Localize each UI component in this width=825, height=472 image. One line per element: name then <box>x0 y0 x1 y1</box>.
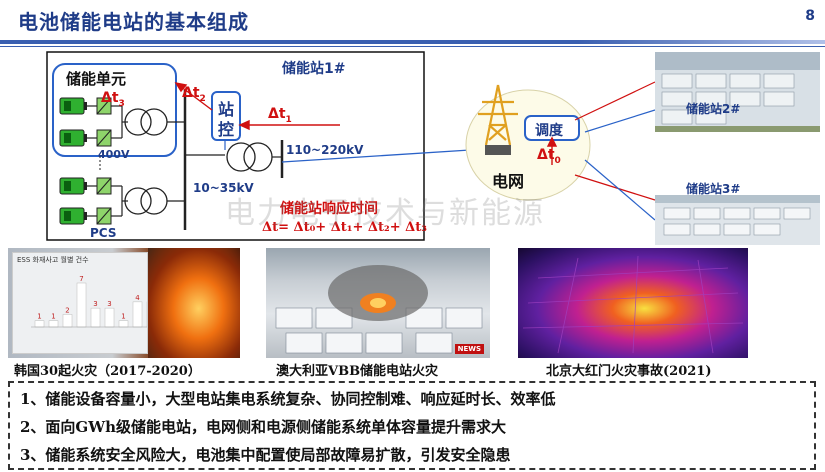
link-station3-blue <box>584 159 656 221</box>
v10-35-label: 10~35kV <box>193 181 254 195</box>
summary-box: 1、储能设备容量小，大型电站集电系统复杂、协同控制难、响应延时长、效率低 2、面… <box>8 381 816 470</box>
converter-icon <box>96 177 112 195</box>
korea-caption: 韩国30起火灾（2017-2020） <box>14 364 201 379</box>
flame-overlay <box>148 248 240 358</box>
arrow-dt2 <box>174 81 213 111</box>
summary-line-3: 3、储能系统安全风险大，电池集中配置使局部故障易扩散，引发安全隐患 <box>20 446 511 464</box>
korea-fire-photo: ESS 화재사고 월별 건수 112733144 <box>8 248 240 358</box>
station3-image <box>655 195 820 245</box>
dt3-label: Δt3 <box>101 90 125 109</box>
dispatch-label: 调度 <box>535 123 563 139</box>
grid-link-station1 <box>281 149 471 163</box>
transformer-icon <box>124 187 168 215</box>
battery-icon <box>59 207 87 225</box>
link-station2-blue <box>584 109 656 133</box>
page-title: 电池储能电站的基本组成 <box>18 10 249 34</box>
station3-label: 储能站3# <box>686 182 741 196</box>
watermark: 电力电子技术与新能源 <box>225 196 545 231</box>
inset-bar-label: 3 <box>93 300 97 308</box>
inset-bar-label: 4 <box>135 294 140 302</box>
dt1-label: Δt1 <box>268 106 292 125</box>
inset-bar-label: 7 <box>79 275 83 283</box>
inset-bar <box>132 301 143 328</box>
main-transformer-icon <box>226 142 273 172</box>
station2-label: 储能站2# <box>686 102 741 116</box>
station1-box <box>46 51 425 241</box>
inset-bar <box>62 314 73 328</box>
arrow-dt1 <box>238 119 340 131</box>
tower-base <box>485 145 511 155</box>
station-control-box <box>211 91 241 141</box>
converter-icon <box>96 129 112 147</box>
inset-bar <box>104 307 115 328</box>
beijing-fire-photo <box>518 248 748 358</box>
station-control-label-1: 站 <box>218 100 235 119</box>
battery-icon <box>59 97 87 115</box>
v400-label: 400V <box>98 148 130 161</box>
station1-label: 储能站1# <box>282 61 346 77</box>
inset-bar-label: 2 <box>65 306 69 314</box>
storage-unit-label: 储能单元 <box>66 70 127 88</box>
australia-photo-svg <box>275 265 483 354</box>
pcs-label: PCS <box>90 226 117 240</box>
inset-bar-label: 1 <box>51 313 55 321</box>
inset-bar-label: 1 <box>37 313 41 321</box>
title-underline-thin <box>0 46 825 47</box>
v110-220-label: 110~220kV <box>286 143 364 157</box>
storage-unit-box <box>52 63 177 157</box>
battery-icon <box>59 177 87 195</box>
title-underline <box>0 40 825 44</box>
australia-fire-photo: NEWS <box>266 248 490 358</box>
station-control-label-2: 控 <box>218 120 235 139</box>
summary-line-1: 1、储能设备容量小，大型电站集电系统复杂、协同控制难、响应延时长、效率低 <box>20 390 556 408</box>
transformer-icon <box>124 108 168 136</box>
link-station3-red <box>574 174 656 201</box>
unit-wiring <box>87 105 128 217</box>
response-time-formula: Δt= Δt₀+ Δt₁+ Δt₂+ Δt₃ <box>262 220 427 235</box>
link-station2-red <box>574 81 656 121</box>
inset-bar <box>48 320 59 328</box>
inset-bar <box>34 320 45 328</box>
inset-bar-label: 3 <box>107 300 111 308</box>
korea-chart-inset: ESS 화재사고 월별 건수 112733144 <box>12 252 148 354</box>
response-time-title: 储能站响应时间 <box>280 201 378 217</box>
diagram-svg <box>46 51 820 245</box>
arrow-dt0 <box>546 136 558 165</box>
summary-line-2: 2、面向GWh级储能电站，电网侧和电源侧储能系统单体容量提升需求大 <box>20 418 507 436</box>
dt0-label: Δt0 <box>537 147 561 166</box>
station-diagram: 储能单元 储能站1# 站 控 Δt3 Δt2 Δt1 400V 10~35kV … <box>0 50 825 245</box>
news-badge: NEWS <box>454 344 484 354</box>
inset-bar-label: 1 <box>121 313 125 321</box>
power-tower-icon <box>478 84 518 146</box>
beijing-caption: 北京大红门火灾事故(2021) <box>546 364 712 379</box>
korea-chart-svg: 112733144 <box>31 275 147 328</box>
grid-label: 电网 <box>492 172 525 191</box>
inset-bar <box>90 307 101 328</box>
converter-icon <box>96 207 112 225</box>
inset-bar <box>76 282 87 328</box>
inset-bar <box>118 320 129 328</box>
thermal-grid-svg <box>522 255 744 354</box>
station2-image <box>655 52 820 132</box>
battery-icon <box>59 129 87 147</box>
australia-caption: 澳大利亚VBB储能电站火灾 <box>276 364 439 379</box>
grid-area <box>465 89 591 201</box>
korea-chart-title: ESS 화재사고 월별 건수 <box>17 256 89 264</box>
page-number: 8 <box>805 8 815 24</box>
dt2-label: Δt2 <box>182 85 206 104</box>
